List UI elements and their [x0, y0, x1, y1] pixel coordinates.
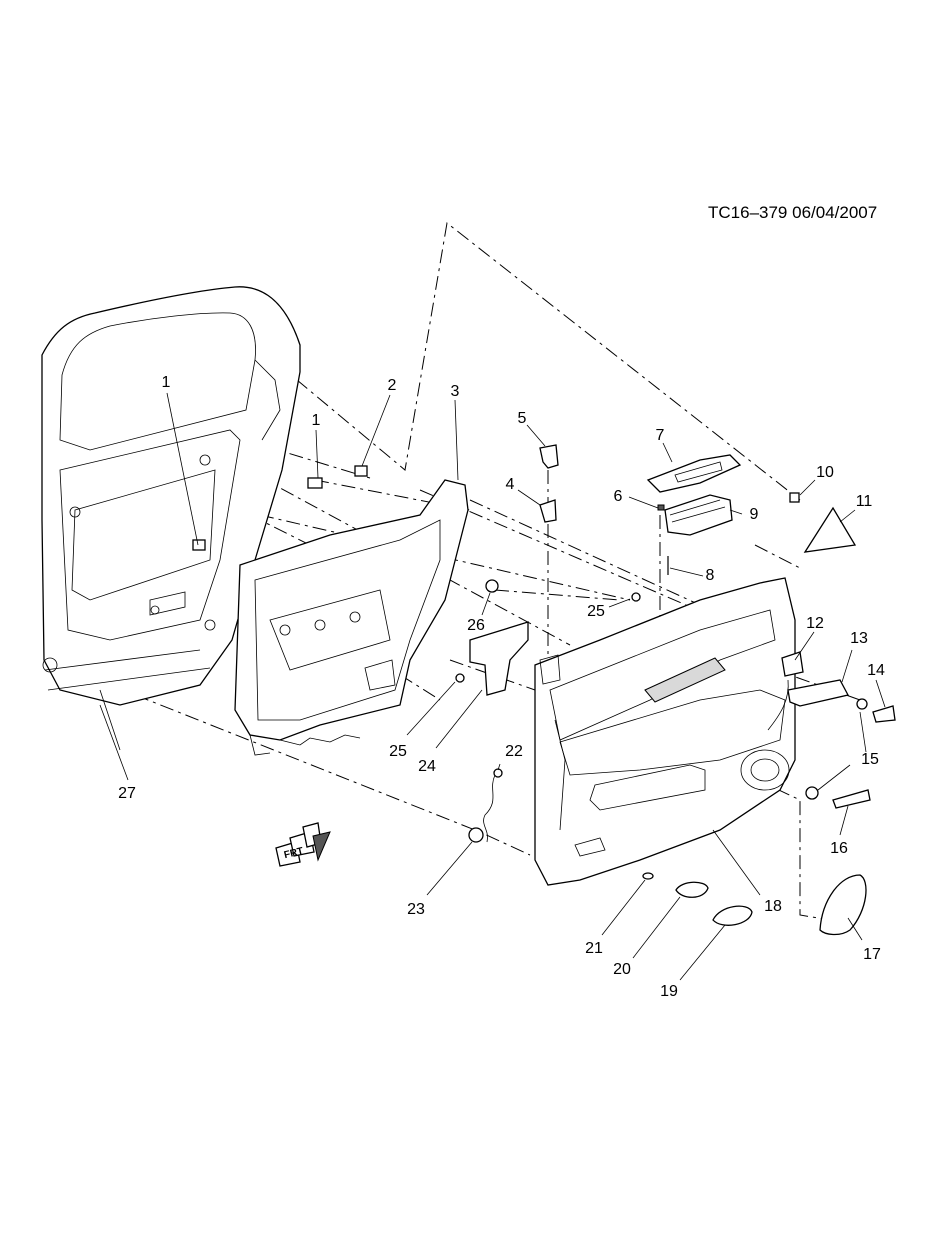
callout-3: 3	[450, 383, 460, 400]
callout-24: 24	[418, 758, 436, 775]
callout-17: 17	[863, 946, 881, 963]
callout-18: 18	[764, 898, 782, 915]
leader-lines	[99, 392, 886, 981]
small-parts	[192, 444, 896, 936]
callout-11: 11	[855, 493, 873, 510]
switch-assembly	[646, 454, 742, 536]
callout-15: 15	[861, 751, 879, 768]
callout-13: 13	[850, 630, 868, 647]
drawing-reference-number: TC16–379 06/04/2007	[708, 203, 878, 222]
callout-23: 23	[407, 901, 425, 918]
callout-2: 2	[387, 377, 397, 394]
callout-14: 14	[867, 662, 885, 679]
callout-21: 21	[585, 940, 603, 957]
callout-20: 20	[613, 961, 631, 978]
callout-5: 5	[517, 410, 527, 427]
callout-8: 8	[705, 567, 715, 584]
callout-4: 4	[505, 476, 515, 493]
callout-26: 26	[467, 617, 485, 634]
callout-9: 9	[749, 506, 759, 523]
callout-6: 6	[613, 488, 623, 505]
door-trim-panel	[534, 577, 796, 886]
callout-19: 19	[660, 983, 678, 1000]
callout-1: 1	[311, 412, 321, 429]
callout-25: 25	[389, 743, 407, 760]
water-deflector	[234, 479, 469, 756]
callout-12: 12	[806, 615, 824, 632]
callout-10: 10	[816, 464, 834, 481]
door-frame	[41, 286, 301, 751]
callout-1: 1	[161, 374, 171, 391]
callout-7: 7	[655, 427, 665, 444]
callout-16: 16	[830, 840, 848, 857]
front-indicator-arrow	[275, 822, 331, 867]
callout-25: 25	[587, 603, 605, 620]
callout-27: 27	[118, 785, 136, 802]
callout-22: 22	[505, 743, 523, 760]
